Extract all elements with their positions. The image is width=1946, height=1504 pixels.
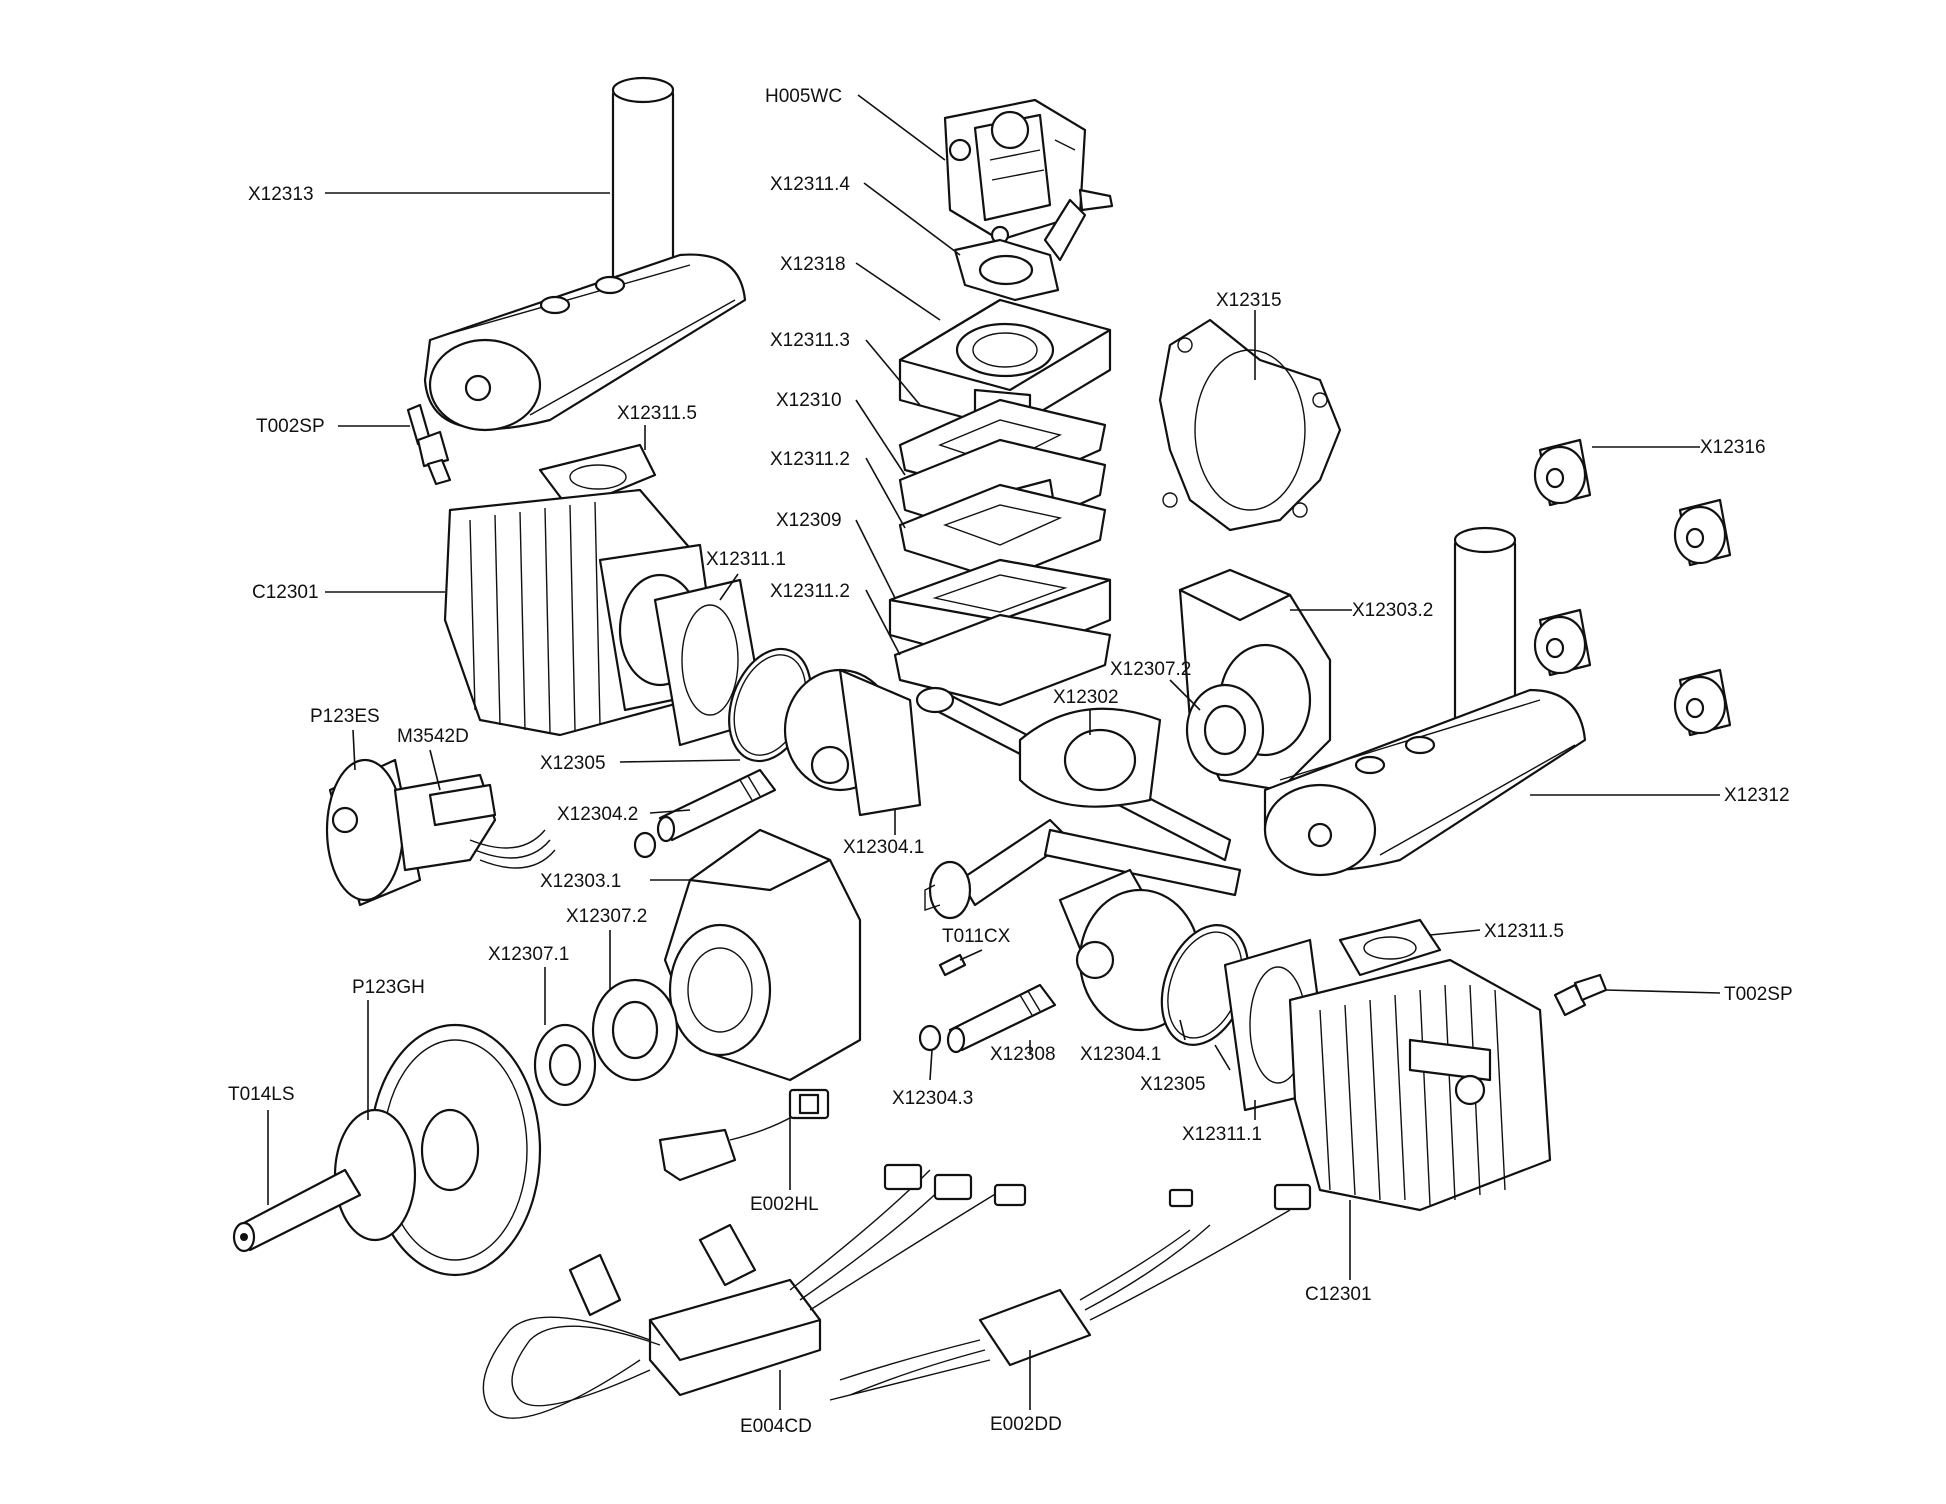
label-x12307-2-top: X12307.2	[1110, 659, 1191, 680]
label-x12307-2-bottom: X12307.2	[566, 906, 647, 927]
label-x12304-1-bottom: X12304.1	[1080, 1044, 1161, 1065]
label-x12304-3: X12304.3	[892, 1088, 973, 1109]
label-x12307-1: X12307.1	[488, 944, 569, 965]
label-x12315: X12315	[1216, 290, 1282, 311]
label-p123es: P123ES	[310, 706, 380, 727]
label-x12305-bottom: X12305	[1140, 1074, 1206, 1095]
gasket-x12311-2-lower	[893, 613, 1112, 707]
crank-bearing-upper	[1185, 683, 1265, 777]
crankshaft	[915, 686, 1242, 920]
label-t002sp-left: T002SP	[256, 416, 325, 437]
drive-hub-shaft	[232, 1108, 417, 1253]
label-x12309: X12309	[776, 510, 842, 531]
cdi-unit	[482, 1163, 1027, 1419]
cylinder-right	[1288, 958, 1552, 1212]
spark-plug-right	[1553, 973, 1608, 1017]
circlip-upper	[633, 831, 657, 859]
label-x12303-2: X12303.2	[1352, 600, 1433, 621]
exhaust-gasket-upper	[538, 443, 657, 512]
crankcase-half-left	[663, 828, 862, 1082]
label-x12311-4: X12311.4	[770, 174, 850, 195]
spacer-bushings	[1533, 438, 1732, 737]
label-x12303-1: X12303.1	[540, 871, 621, 892]
label-x12311-5-bottom: X12311.5	[1484, 921, 1564, 942]
label-x12304-2: X12304.2	[557, 804, 638, 825]
label-x12305-top: X12305	[540, 753, 606, 774]
woodruff-key	[938, 953, 967, 977]
gasket-x12311-4	[953, 238, 1060, 302]
label-p123gh: P123GH	[352, 977, 425, 998]
carburetor	[943, 98, 1114, 262]
piston-upper	[783, 668, 922, 817]
label-x12311-3: X12311.3	[770, 330, 850, 351]
part-labels: H005WC X12313 X12311.4 X12318 X12315 X12…	[228, 86, 1793, 1437]
crank-bearing-front	[533, 1023, 597, 1107]
label-x12312: X12312	[1724, 785, 1790, 806]
circlip-lower	[918, 1024, 942, 1052]
leader-lines	[267, 94, 1721, 1410]
label-h005wc: H005WC	[765, 86, 842, 107]
ignition-module	[393, 773, 556, 872]
wrist-pin-upper	[656, 768, 777, 843]
label-e002dd: E002DD	[990, 1414, 1062, 1435]
muffler-left	[423, 76, 747, 432]
drive-gear	[368, 1023, 542, 1277]
label-e002hl: E002HL	[750, 1194, 819, 1215]
mounting-plate-gasket	[1158, 318, 1342, 532]
label-c12301-left: C12301	[252, 582, 319, 603]
label-c12301-right: C12301	[1305, 1284, 1372, 1305]
label-x12308: X12308	[990, 1044, 1056, 1065]
label-x12302: X12302	[1053, 687, 1119, 708]
label-x12304-1-top: X12304.1	[843, 837, 924, 858]
label-x12316: X12316	[1700, 437, 1766, 458]
label-t002sp-right: T002SP	[1724, 984, 1793, 1005]
gasket-x12311-2-upper	[898, 483, 1107, 582]
label-x12311-1-bottom: X12311.1	[1182, 1124, 1262, 1145]
label-x12311-1-top: X12311.1	[706, 549, 786, 570]
label-x12313: X12313	[248, 184, 314, 205]
hall-sensor	[658, 1088, 830, 1182]
label-x12311-5-top: X12311.5	[617, 403, 697, 424]
muffler-right	[1263, 526, 1587, 877]
spark-plug-left	[406, 403, 452, 486]
label-x12318: X12318	[780, 254, 846, 275]
crank-bearing-lower	[591, 978, 679, 1082]
label-x12311-2-a: X12311.2	[770, 449, 850, 470]
label-x12311-2-b: X12311.2	[770, 581, 850, 602]
esc-controller	[829, 1183, 1312, 1401]
label-m3542d: M3542D	[397, 726, 469, 747]
label-t014ls: T014LS	[228, 1084, 295, 1105]
exhaust-gasket-lower	[1338, 918, 1442, 977]
label-x12310: X12310	[776, 390, 842, 411]
label-t011cx: T011CX	[942, 926, 1011, 947]
wrist-pin-lower	[946, 983, 1057, 1054]
label-e004cd: E004CD	[740, 1416, 812, 1437]
